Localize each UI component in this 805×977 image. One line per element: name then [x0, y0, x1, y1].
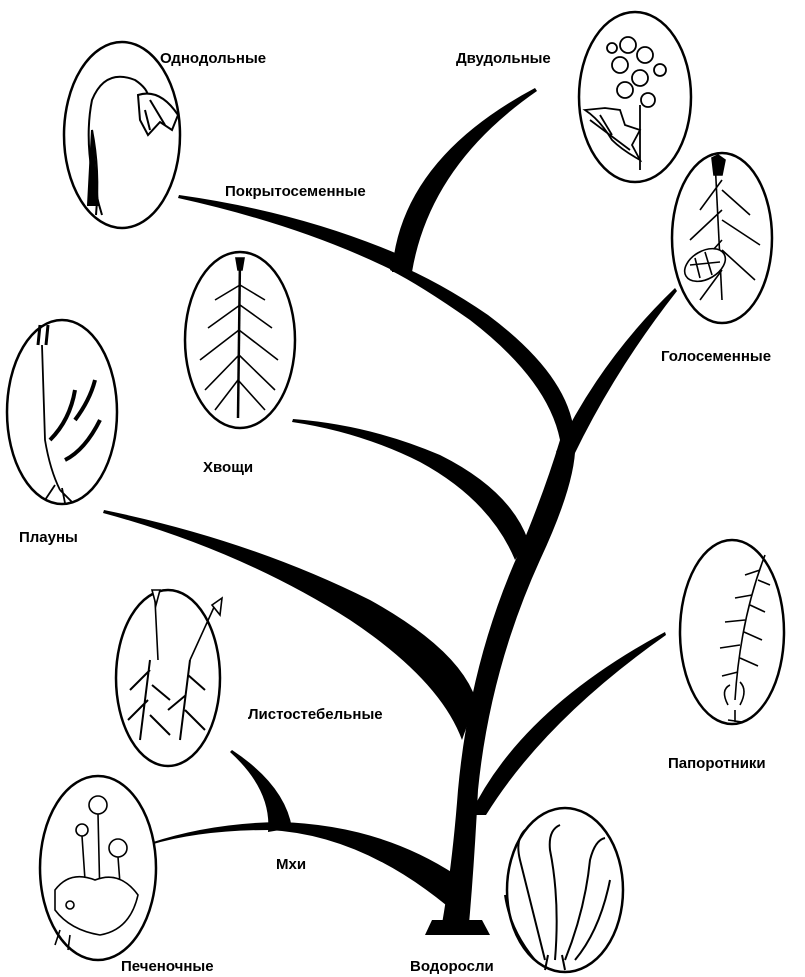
- branch-gymnosperms: [556, 288, 677, 455]
- ferns-oval: [680, 540, 784, 724]
- label-angiosperms: Покрытосеменные: [225, 183, 366, 200]
- label-ferns: Папоротники: [668, 755, 766, 772]
- gymnosperms-illustration: [672, 153, 772, 323]
- leafy-mosses-oval: [116, 590, 220, 766]
- dicots-illustration: [579, 12, 691, 182]
- label-clubmosses: Плауны: [19, 529, 78, 546]
- algae-illustration: [505, 808, 623, 972]
- ferns-illustration: [680, 540, 784, 724]
- trunk-base: [425, 920, 490, 935]
- clubmosses-illustration: [7, 320, 117, 504]
- clubmosses-oval: [7, 320, 117, 504]
- label-horsetails: Хвощи: [203, 459, 253, 476]
- label-mosses: Мхи: [276, 856, 306, 873]
- label-leafy-mosses: Листостебельные: [248, 706, 383, 723]
- branch-horsetails: [292, 419, 528, 560]
- label-monocots: Однодольные: [160, 50, 266, 67]
- tree-trunk-and-branches: [103, 88, 677, 935]
- monocots-illustration: [64, 42, 180, 228]
- branch-leafy-mosses: [230, 750, 292, 832]
- branch-angiosperms: [178, 195, 400, 270]
- label-gymnosperms: Голосеменные: [661, 348, 771, 365]
- horsetails-illustration: [185, 252, 295, 428]
- leafy-mosses-illustration: [116, 590, 222, 766]
- label-liverworts: Печеночные: [121, 958, 214, 975]
- liverworts-illustration: [40, 776, 156, 960]
- branch-dicots: [392, 88, 537, 272]
- monocots-oval: [64, 42, 180, 228]
- label-dicots: Двудольные: [456, 50, 551, 67]
- label-algae: Водоросли: [410, 958, 494, 975]
